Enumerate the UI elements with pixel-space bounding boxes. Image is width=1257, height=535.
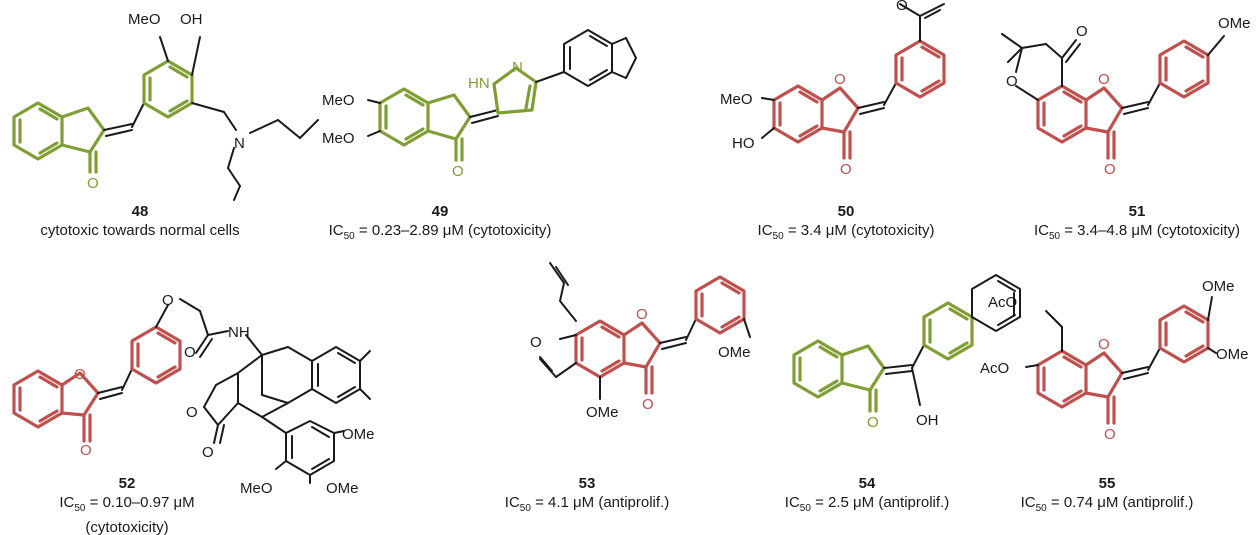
- atom-meo: MeO: [128, 11, 161, 28]
- caption-54: 54 IC50 = 2.5 μM (antiprolif.): [785, 474, 949, 518]
- caption-55: 55 IC50 = 0.74 μM (antiprolif.): [1021, 474, 1194, 518]
- atom-n: N: [512, 59, 523, 76]
- caption-50: 50 IC50 = 3.4 μM (cytotoxicity): [758, 202, 935, 246]
- compound-number: 54: [858, 475, 876, 492]
- structure-54-naphthyl: [971, 274, 1021, 332]
- ic50-value: IC50 = 0.10–0.97 μM: [59, 494, 195, 514]
- ic50-value: IC50 = 4.1 μM (antiprolif.): [504, 494, 670, 514]
- atom-o: O: [186, 404, 198, 421]
- atom-o: O: [1104, 426, 1116, 443]
- structure-51: O O O O OMe: [1001, 15, 1251, 178]
- caption-52: 52 IC50 = 0.10–0.97 μM (cytotoxicity): [59, 474, 194, 535]
- compound-number: 50: [837, 203, 855, 220]
- atom-meo: MeO: [240, 480, 273, 497]
- compound-number: 51: [1128, 203, 1146, 220]
- structure-48: MeO OH N O: [12, 11, 319, 201]
- atom-o: O: [74, 366, 86, 383]
- atom-oh: OH: [916, 412, 939, 429]
- atom-ho: HO: [732, 135, 755, 152]
- ic50-value: IC50 = 3.4 μM (cytotoxicity): [757, 222, 935, 242]
- atom-ome: OMe: [326, 480, 359, 497]
- atom-o: O: [834, 71, 846, 88]
- atom-o: O: [1104, 161, 1116, 178]
- ic50-value: IC50 = 0.74 μM (antiprolif.): [1020, 494, 1194, 514]
- atom-ome: OMe: [1216, 346, 1249, 363]
- atom-o: O: [1006, 73, 1018, 90]
- atom-o: O: [202, 444, 214, 461]
- structure-54: OH O: [792, 301, 974, 431]
- atom-o: O: [452, 163, 464, 180]
- atom-meo: MeO: [322, 130, 355, 147]
- caption-49: 49 IC50 = 0.23–2.89 μM (cytotoxicity): [329, 202, 552, 246]
- atom-oh: OH: [180, 11, 203, 28]
- ic50-value: IC50 = 2.5 μM (antiprolif.): [784, 494, 950, 514]
- atom-aco: AcO: [980, 360, 1009, 377]
- structure-55: AcO AcO OMe OMe O O: [980, 278, 1249, 443]
- atom-hn: HN: [468, 75, 490, 92]
- atom-o: O: [87, 175, 99, 192]
- atom-o: O: [642, 396, 654, 413]
- atom-meo: MeO: [720, 91, 753, 108]
- atom-o: O: [896, 0, 908, 14]
- ic50-value: IC50 = 0.23–2.89 μM (cytotoxicity): [328, 222, 552, 242]
- structure-52: O NH O O O OMe OMe MeO O O: [12, 292, 375, 497]
- caption-51: 51 IC50 = 3.4–4.8 μM (cytotoxicity): [1034, 202, 1240, 246]
- atom-aco: AcO: [988, 294, 1017, 311]
- atom-o: O: [184, 344, 196, 361]
- compound-description: cytotoxic towards normal cells: [40, 222, 240, 239]
- compound-number: 49: [431, 203, 449, 220]
- structure-50: MeO HO O O O: [720, 0, 946, 178]
- assay-note: (cytotoxicity): [85, 519, 169, 535]
- atom-ome: OMe: [718, 344, 751, 361]
- structure-49: MeO MeO HN N O: [322, 29, 637, 180]
- atom-o: O: [840, 161, 852, 178]
- atom-o: O: [636, 306, 648, 323]
- structure-53-aryl: OMe: [685, 275, 751, 361]
- atom-ome: OMe: [1202, 278, 1235, 295]
- atom-o: O: [1098, 336, 1110, 353]
- atom-nh: NH: [228, 324, 250, 341]
- ic50-value: IC50 = 3.4–4.8 μM (cytotoxicity): [1033, 222, 1241, 242]
- atom-ome: OMe: [586, 404, 619, 421]
- compound-number: 52: [118, 475, 136, 492]
- atom-meo: MeO: [322, 92, 355, 109]
- atom-o: O: [1076, 23, 1088, 40]
- compound-number: 53: [578, 475, 596, 492]
- atom-ome: OMe: [1218, 15, 1251, 32]
- compound-number: 48: [131, 203, 149, 220]
- structure-53: O OMe O O: [530, 262, 687, 421]
- atom-o: O: [530, 334, 542, 351]
- atom-o: O: [1098, 71, 1110, 88]
- caption-48: 48 cytotoxic towards normal cells: [40, 202, 239, 240]
- atom-n: N: [234, 135, 245, 152]
- atom-o: O: [80, 442, 92, 459]
- compound-number: 55: [1098, 475, 1116, 492]
- caption-53: 53 IC50 = 4.1 μM (antiprolif.): [505, 474, 669, 518]
- atom-ome: OMe: [342, 426, 375, 443]
- atom-o: O: [867, 414, 879, 431]
- atom-o: O: [162, 292, 174, 309]
